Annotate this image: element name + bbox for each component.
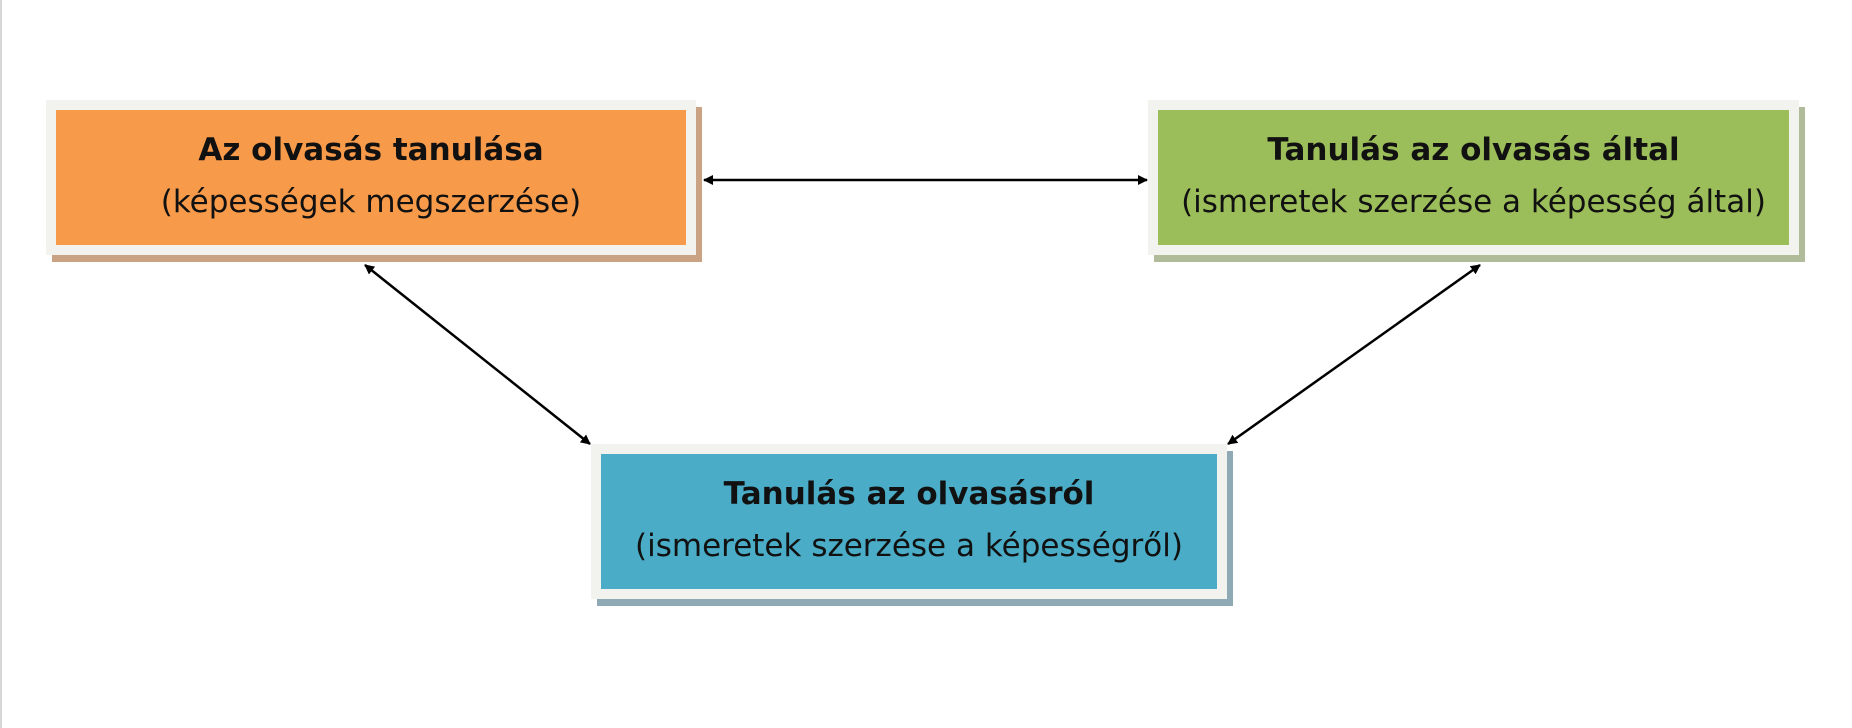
node-learning-through-reading-fill: Tanulás az olvasás által (ismeretek szer… <box>1158 110 1789 245</box>
node-subtitle: (ismeretek szerzése a képesség által) <box>1181 183 1766 220</box>
node-learning-about-reading-fill: Tanulás az olvasásról (ismeretek szerzés… <box>601 454 1217 589</box>
node-title: Az olvasás tanulása <box>198 131 544 168</box>
node-title: Tanulás az olvasásról <box>723 475 1095 512</box>
node-learning-to-read: Az olvasás tanulása (képességek megszerz… <box>46 100 696 255</box>
node-learning-through-reading: Tanulás az olvasás által (ismeretek szer… <box>1148 100 1799 255</box>
node-learning-about-reading: Tanulás az olvasásról (ismeretek szerzés… <box>591 444 1227 599</box>
node-title: Tanulás az olvasás által <box>1267 131 1680 168</box>
node-learning-to-read-fill: Az olvasás tanulása (képességek megszerz… <box>56 110 686 245</box>
page-left-border <box>0 0 2 728</box>
arrow-orange-blue <box>364 264 591 445</box>
node-subtitle: (ismeretek szerzése a képességről) <box>635 527 1183 564</box>
arrow-green-blue <box>1227 263 1481 446</box>
node-subtitle: (képességek megszerzése) <box>160 183 582 220</box>
